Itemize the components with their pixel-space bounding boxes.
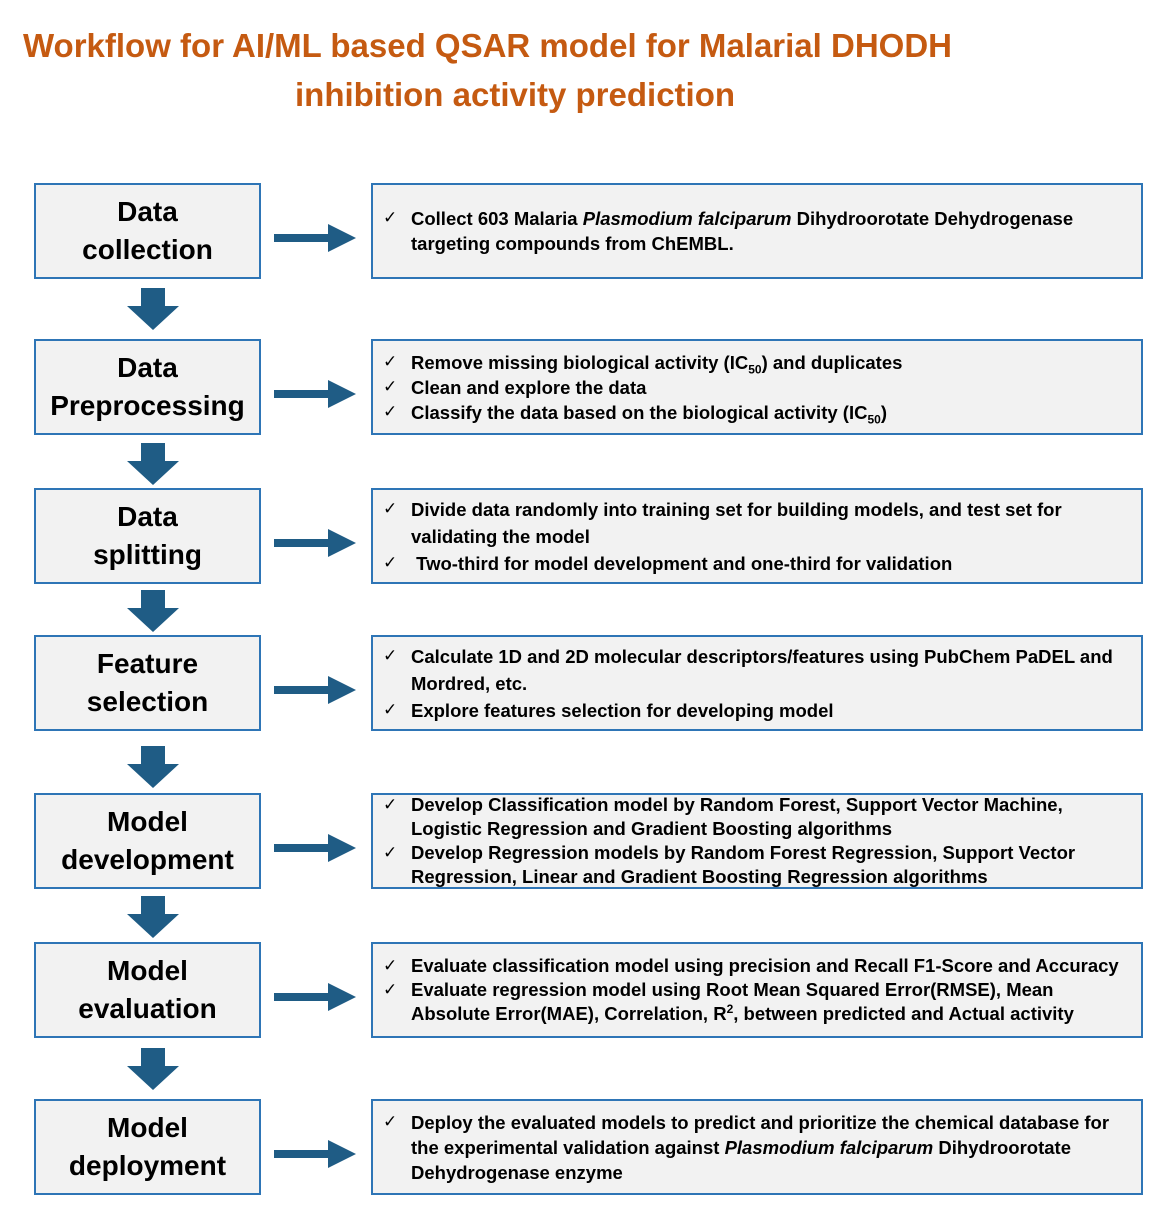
description-box-model-deployment: ✓ Deploy the evaluated models to predict… [371, 1099, 1143, 1195]
stage-label-line-1: Model [107, 955, 188, 986]
bullet-text: Explore features selection for developin… [411, 699, 834, 721]
diagram-title-line-2: inhibition activity prediction [295, 76, 736, 113]
bullet-text: Divide data randomly into training set f… [411, 498, 1062, 547]
bullet-item: ✓ Classify the data based on the biologi… [383, 400, 1131, 427]
check-icon: ✓ [383, 401, 398, 422]
check-icon: ✓ [383, 351, 398, 372]
right-arrow-icon [274, 834, 356, 862]
description-box-feature-selection: ✓ Calculate 1D and 2D molecular descript… [371, 635, 1143, 731]
bullet-text: Evaluate regression model using Root Mea… [411, 979, 1074, 1024]
diagram-title-line-1: Workflow for AI/ML based QSAR model for … [23, 27, 952, 64]
description-box-data-collection: ✓ Collect 603 Malaria Plasmodium falcipa… [371, 183, 1143, 279]
stage-label-line-1: Data [117, 501, 178, 532]
down-arrow-icon [127, 590, 179, 632]
down-arrow-icon [127, 896, 179, 938]
stage-box-model-deployment: Model deployment [34, 1099, 261, 1195]
down-arrow-icon [127, 746, 179, 788]
bullet-text: Remove missing biological activity (IC50… [411, 351, 903, 377]
stage-label-line-2: splitting [93, 539, 202, 570]
bullet-item: ✓ Deploy the evaluated models to predict… [383, 1110, 1131, 1185]
right-arrow-icon [274, 529, 356, 557]
bullet-item: ✓ Calculate 1D and 2D molecular descript… [383, 643, 1131, 697]
stage-box-data-splitting: Data splitting [34, 488, 261, 584]
check-icon: ✓ [383, 498, 398, 519]
bullet-item: ✓ Develop Regression models by Random Fo… [383, 841, 1131, 889]
stage-label-line-1: Data [117, 196, 178, 227]
stage-box-model-evaluation: Model evaluation [34, 942, 261, 1038]
stage-label-line-2: collection [82, 234, 213, 265]
bullet-text: Evaluate classification model using prec… [411, 955, 1119, 976]
stage-label-line-1: Model [107, 806, 188, 837]
bullet-text: Deploy the evaluated models to predict a… [411, 1111, 1110, 1183]
bullet-item: ✓ Divide data randomly into training set… [383, 496, 1131, 550]
down-arrow-icon [127, 1048, 179, 1090]
stage-label-line-2: Preprocessing [50, 390, 245, 421]
bullet-text: Clean and explore the data [411, 376, 647, 398]
down-arrow-icon [127, 288, 179, 330]
bullet-text: Develop Regression models by Random Fore… [411, 842, 1076, 887]
stage-label-line-1: Model [107, 1112, 188, 1143]
check-icon: ✓ [383, 376, 398, 397]
description-box-data-splitting: ✓ Divide data randomly into training set… [371, 488, 1143, 584]
stage-label-line-1: Feature [96, 648, 199, 679]
description-box-model-evaluation: ✓ Evaluate classification model using pr… [371, 942, 1143, 1038]
right-arrow-icon [274, 676, 356, 704]
bullet-text: Develop Classification model by Random F… [411, 794, 1063, 839]
check-icon: ✓ [383, 956, 398, 976]
check-icon: ✓ [383, 552, 398, 573]
stage-box-data-collection: Data collection [34, 183, 261, 279]
check-icon: ✓ [383, 645, 398, 666]
description-box-data-preprocessing: ✓ Remove missing biological activity (IC… [371, 339, 1143, 435]
description-box-model-development: ✓ Develop Classification model by Random… [371, 793, 1143, 889]
stage-box-feature-selection: Feature selection [34, 635, 261, 731]
check-icon: ✓ [383, 699, 398, 720]
bullet-item: ✓ Explore features selection for develop… [383, 697, 1131, 724]
stage-label-line-2: deployment [68, 1150, 227, 1181]
right-arrow-icon [274, 1140, 356, 1168]
right-arrow-icon [274, 983, 356, 1011]
check-icon: ✓ [383, 795, 398, 815]
bullet-text: Two-third for model development and one-… [411, 552, 953, 574]
bullet-text: Calculate 1D and 2D molecular descriptor… [411, 645, 1113, 694]
check-icon: ✓ [383, 208, 398, 228]
bullet-text: Collect 603 Malaria Plasmodium falciparu… [411, 208, 1074, 254]
stage-label-line-1: Data [117, 352, 178, 383]
bullet-item: ✓ Clean and explore the data [383, 375, 1131, 400]
bullet-item: ✓ Remove missing biological activity (IC… [383, 350, 1131, 377]
right-arrow-icon [274, 380, 356, 408]
bullet-item: ✓ Evaluate regression model using Root M… [383, 978, 1131, 1026]
right-arrow-icon [274, 224, 356, 252]
check-icon: ✓ [383, 1111, 398, 1132]
bullet-item: ✓ Evaluate classification model using pr… [383, 954, 1131, 978]
bullet-item: ✓ Collect 603 Malaria Plasmodium falcipa… [383, 206, 1131, 256]
bullet-item: ✓ Develop Classification model by Random… [383, 793, 1131, 841]
stage-label-line-2: development [61, 844, 234, 875]
stage-box-model-development: Model development [34, 793, 261, 889]
check-icon: ✓ [383, 843, 398, 863]
bullet-item: ✓ Two-third for model development and on… [383, 550, 1131, 577]
stage-label-line-2: selection [86, 686, 209, 717]
check-icon: ✓ [383, 980, 398, 1000]
stage-label-line-2: evaluation [78, 993, 217, 1024]
bullet-text: Classify the data based on the biologica… [411, 401, 887, 427]
down-arrow-icon [127, 443, 179, 485]
stage-box-data-preprocessing: Data Preprocessing [34, 339, 261, 435]
